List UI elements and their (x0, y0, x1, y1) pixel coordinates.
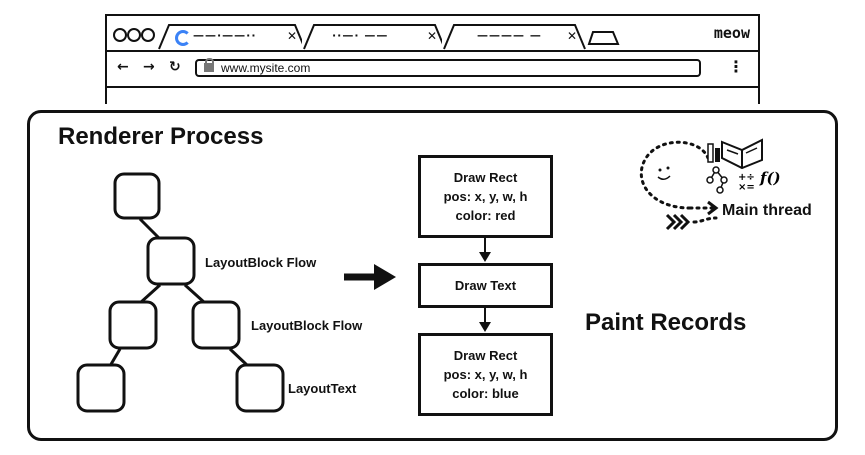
record-line: Draw Text (454, 278, 517, 293)
tree-node-layoutblock-2 (191, 300, 241, 350)
tree-edge (138, 283, 162, 305)
tab-title-placeholder: ———— — (477, 29, 542, 42)
url-text: www.mysite.com (221, 61, 311, 75)
window-control-minimize[interactable] (127, 28, 141, 42)
tab-title-placeholder: ··—· —— (332, 29, 389, 42)
paint-record-draw-rect-blue: Draw Rect pos: x, y, w, h color: blue (418, 333, 553, 416)
paint-record-draw-text: Draw Text (418, 263, 553, 308)
lock-icon (204, 58, 214, 72)
molecule-icon (706, 166, 728, 194)
back-arrow-icon[interactable]: ← (117, 59, 129, 75)
record-line: Draw Rect (453, 348, 518, 363)
new-tab-icon[interactable] (587, 30, 621, 46)
close-icon[interactable]: ✕ (567, 29, 578, 43)
tab-active[interactable]: ——·——·· ✕ (157, 23, 307, 50)
tree-edge (138, 217, 162, 241)
main-thread-illustration: +÷ ×= f() (639, 138, 781, 231)
tree-node-left (108, 300, 158, 350)
window-control-maximize[interactable] (141, 28, 155, 42)
tree-edge (183, 283, 207, 305)
tree-edges (108, 217, 250, 368)
tab-outline (158, 24, 306, 50)
panel-title: Renderer Process (58, 123, 264, 150)
math-symbols-icon: +÷ (738, 172, 755, 183)
tree-label: LayoutBlock Flow (251, 318, 363, 333)
toolbar: ← → ↻ www.mysite.com ⋮ (107, 52, 758, 88)
browser-window: ——·——·· ✕ ··—· —— ✕ ———— — ✕ meow ← → ↻ … (105, 14, 760, 104)
tab-strip: ——·——·· ✕ ··—· —— ✕ ———— — ✕ meow (107, 16, 758, 52)
record-line: pos: x, y, w, h (443, 189, 528, 204)
tab-3[interactable]: ———— — ✕ (442, 23, 587, 50)
reload-icon[interactable]: ↻ (169, 59, 181, 75)
pencil-icon (715, 148, 720, 162)
tab-outline (303, 24, 446, 50)
tree-node-leaf-left (76, 363, 126, 413)
arrowhead (479, 252, 491, 262)
tree-node-layouttext (235, 363, 285, 413)
forward-arrow-icon[interactable]: → (143, 59, 155, 75)
record-line: color: red (455, 208, 516, 223)
profile-name[interactable]: meow (713, 24, 750, 42)
tree-edge (108, 348, 122, 367)
loading-spinner-icon (175, 30, 191, 46)
tab-2[interactable]: ··—· —— ✕ (302, 23, 447, 50)
big-arrow-icon (344, 264, 396, 290)
pencil-icon (707, 143, 714, 163)
close-icon[interactable]: ✕ (427, 29, 438, 43)
math-symbols-icon: ×= (738, 182, 755, 193)
window-control-close[interactable] (113, 28, 127, 42)
tab-title-placeholder: ——·——·· (193, 29, 257, 42)
menu-icon[interactable]: ⋮ (728, 57, 744, 76)
record-line: Draw Rect (453, 170, 518, 185)
formula-icon: f() (759, 169, 781, 187)
tab-outline (443, 24, 586, 50)
close-icon[interactable]: ✕ (287, 29, 298, 43)
tree-node-layoutblock (146, 236, 196, 286)
record-line: color: blue (452, 386, 519, 401)
arrowhead (479, 322, 491, 332)
paint-records-title: Paint Records (585, 309, 747, 336)
paint-record-draw-rect-red: Draw Rect pos: x, y, w, h color: red (418, 155, 553, 238)
tree-node-root (113, 172, 161, 220)
tree-nodes (76, 172, 285, 413)
record-line: pos: x, y, w, h (443, 367, 528, 382)
tree-edge (228, 347, 250, 368)
tree-label: LayoutText (288, 381, 357, 396)
address-bar[interactable]: www.mysite.com (195, 58, 701, 77)
main-thread-label: Main thread (722, 202, 812, 219)
tree-label: LayoutBlock Flow (205, 255, 317, 270)
